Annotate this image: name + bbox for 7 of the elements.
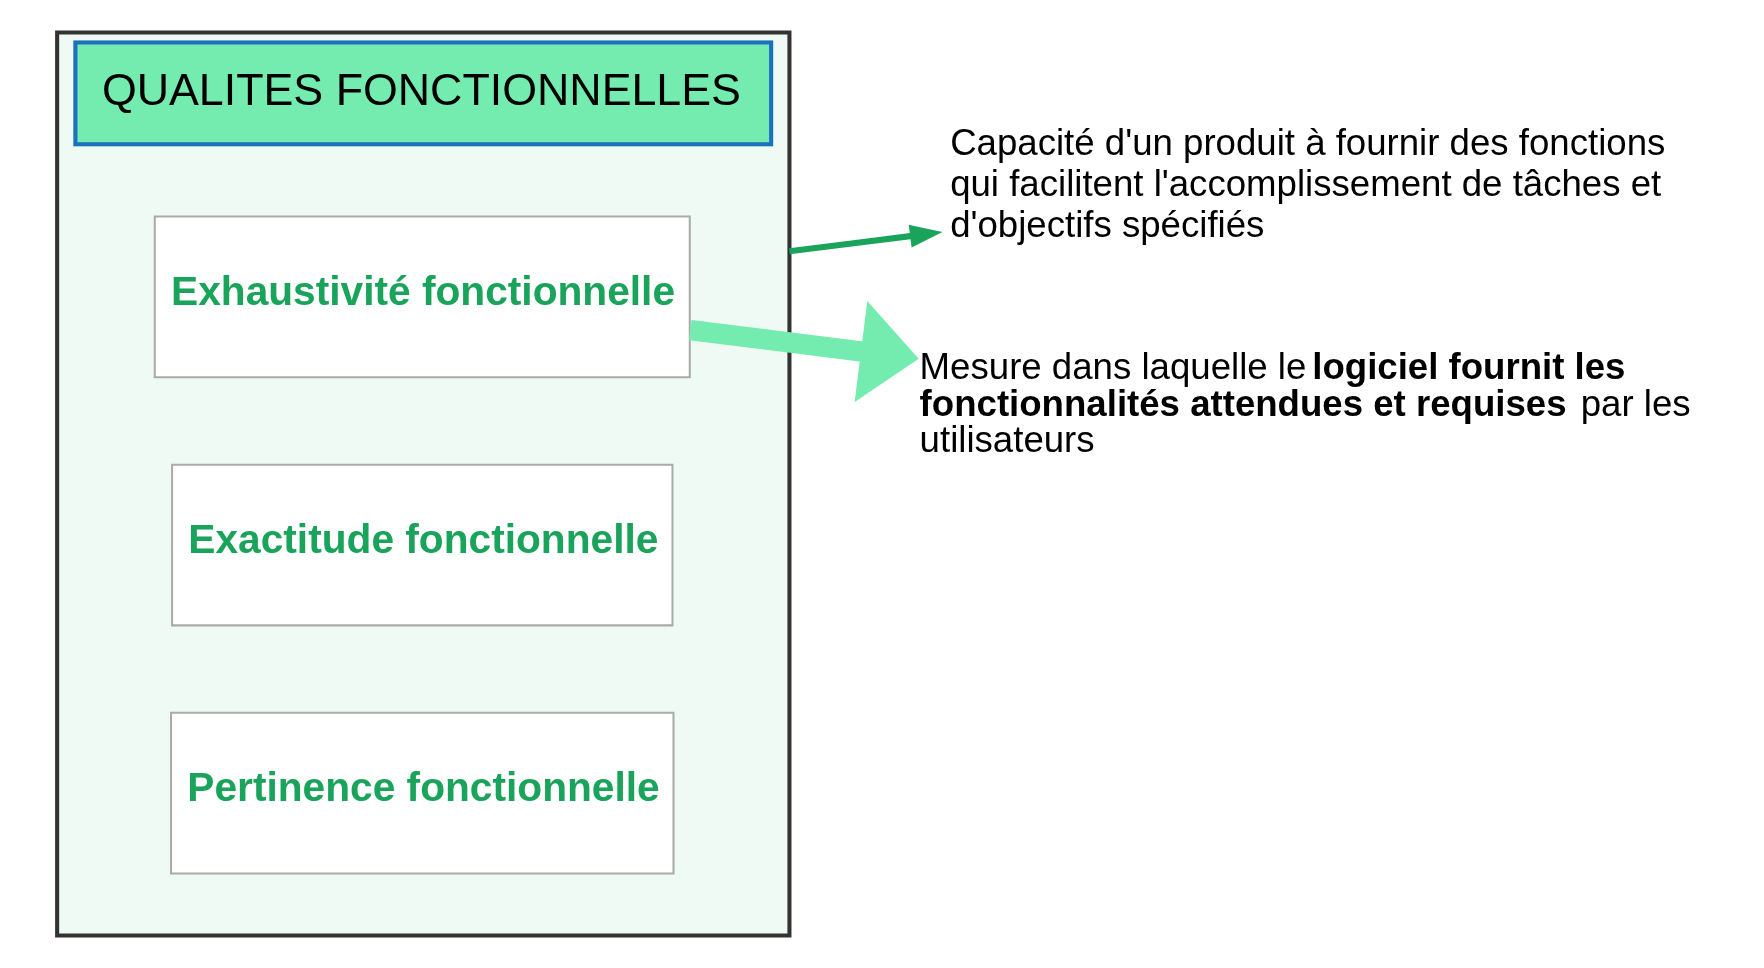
arrow xyxy=(689,300,919,402)
arrow xyxy=(789,224,943,255)
node-box: Exhaustivité fonctionnelle xyxy=(153,215,691,379)
node-text: Mesure dans laquelle le logiciel fournit les fonctionnalités attendues et requises par les utilisateurs xyxy=(919,346,1691,461)
node-box: Pertinence fonctionnelle xyxy=(170,711,675,875)
node-box: Exactitude fonctionnelle xyxy=(171,463,674,627)
node-text: Capacité d'un produit à fournir des fonctions qui facilitent l'accomplissement de tâches et d'objectifs spécifiés xyxy=(950,122,1666,245)
